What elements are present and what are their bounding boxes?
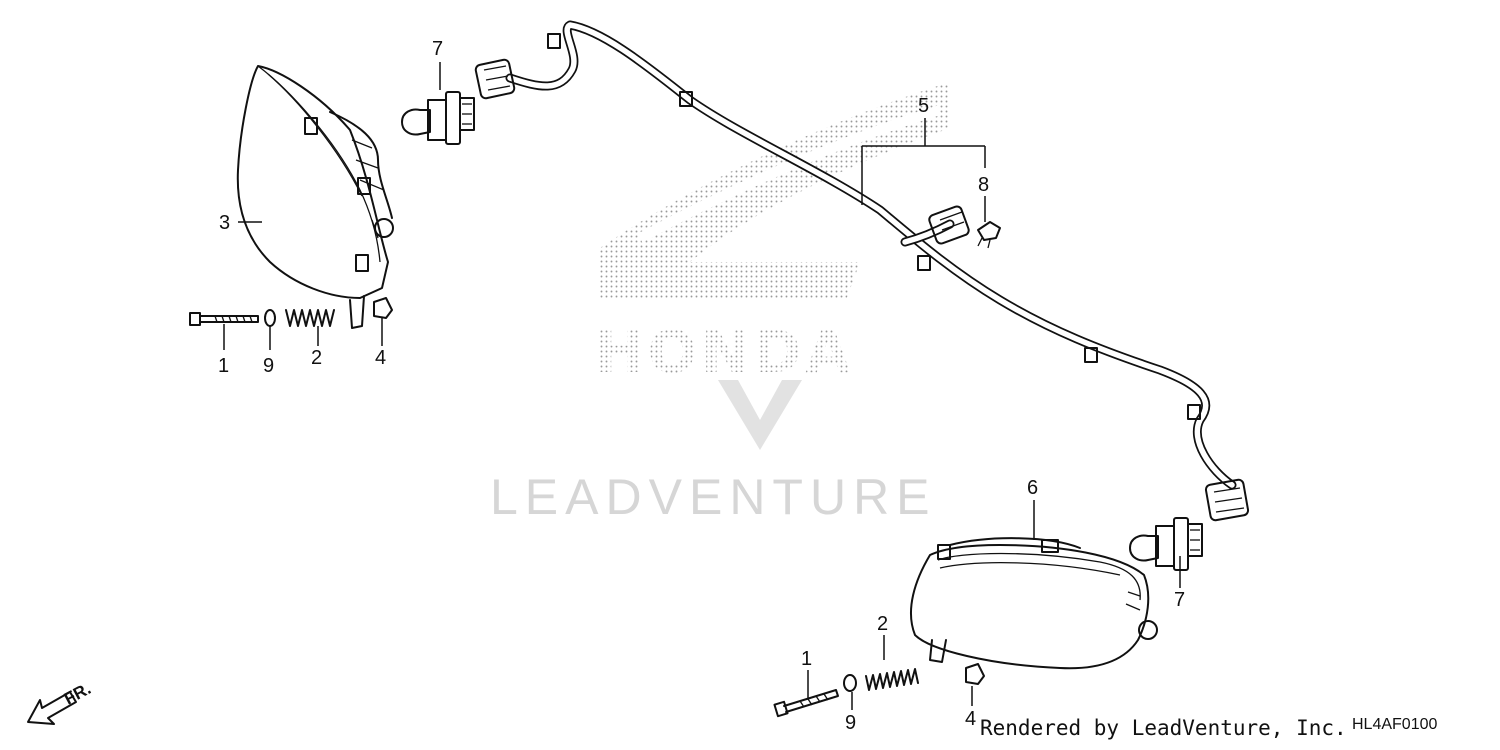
callout-bulb-upper: 7 <box>432 38 443 60</box>
bulb-lower <box>1129 517 1203 571</box>
callout-spring-lower: 2 <box>877 613 888 635</box>
callout-washer-lower: 9 <box>845 712 856 734</box>
wire-harness <box>474 20 1250 522</box>
nut-upper <box>373 297 393 319</box>
right-headlight-assembly <box>236 65 394 329</box>
diagram-code: HL4AF0100 <box>1352 716 1438 733</box>
harness-clip-part <box>977 221 1001 249</box>
connector-lower <box>1204 478 1250 522</box>
render-credit: Rendered by LeadVenture, Inc. <box>980 716 1347 740</box>
callout-bulb-lower: 7 <box>1174 589 1185 611</box>
spring-upper <box>285 309 335 327</box>
leader-lines <box>223 62 1181 710</box>
callout-left-headlight: 6 <box>1027 477 1038 499</box>
callout-right-headlight: 3 <box>219 212 230 234</box>
callouts: 7 3 1 9 2 4 5 8 6 7 2 1 9 4 <box>218 38 1185 734</box>
bolt-lower <box>773 689 839 718</box>
bulb-upper <box>401 91 475 145</box>
nut-lower <box>965 663 985 685</box>
front-direction-indicator: FR. <box>27 679 94 725</box>
honda-wing-watermark: HONDA <box>595 82 950 450</box>
callout-clip: 8 <box>978 174 989 196</box>
front-arrow-icon <box>27 691 77 725</box>
connector-center <box>928 205 970 245</box>
callout-spring-upper: 2 <box>311 347 322 369</box>
callout-washer-upper: 9 <box>263 355 274 377</box>
bolt-upper <box>189 312 259 326</box>
leadventure-watermark-text: LEADVENTURE <box>490 469 937 525</box>
spring-lower <box>865 668 919 691</box>
callout-bolt-lower: 1 <box>801 648 812 670</box>
connector-upper <box>474 58 516 100</box>
callout-harness: 5 <box>918 95 929 117</box>
honda-watermark-text: HONDA <box>595 318 854 386</box>
callout-bolt-upper: 1 <box>218 355 229 377</box>
callout-nut-upper: 4 <box>375 347 386 369</box>
washer-upper <box>264 309 276 327</box>
left-headlight-assembly <box>909 537 1158 670</box>
callout-nut-lower: 4 <box>965 708 976 730</box>
washer-lower <box>843 674 857 692</box>
